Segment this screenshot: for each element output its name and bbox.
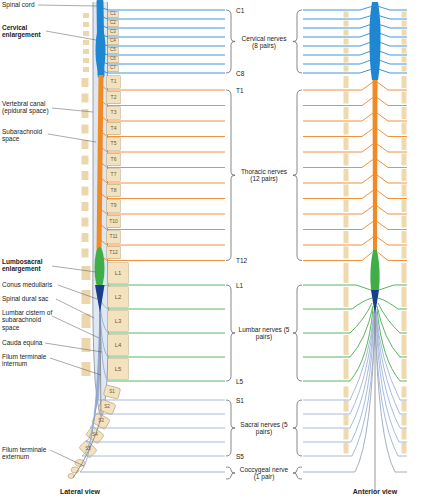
vertebra-label: C2 <box>103 21 123 26</box>
vertebra-label: T9 <box>104 203 124 208</box>
structure-label: Conus medullaris <box>2 281 62 288</box>
thoracic-nerves <box>99 84 225 261</box>
lumbosacral-enlargement <box>370 250 379 290</box>
vertebra-label: C5 <box>103 48 123 53</box>
structure-label: C1 <box>236 7 258 14</box>
structure-label: Subarachnoid space <box>2 128 52 143</box>
filum-terminale <box>375 315 376 492</box>
lumbar-nerves <box>303 285 407 381</box>
vertebra-label: L2 <box>108 294 128 300</box>
structure-label-bold: Anterior view <box>335 488 415 496</box>
vertebra-label: T5 <box>104 141 124 146</box>
coccygeal-nerve <box>303 314 407 472</box>
vertebra-label: L5 <box>108 366 128 372</box>
conus-medullaris <box>371 290 379 315</box>
conus-medullaris <box>95 285 105 313</box>
vertebra-label: T1 <box>104 79 124 84</box>
lumbar-nerves <box>108 285 225 381</box>
leader-line <box>38 5 102 466</box>
filum-terminale <box>100 313 101 418</box>
vertebra-label: T11 <box>104 234 124 239</box>
vertebra-label: C7 <box>103 66 123 71</box>
sacral-nerves <box>82 400 225 456</box>
structure-label: Cauda equina <box>2 339 62 346</box>
structure-label-bold: Lumbosacral enlargement <box>2 258 54 273</box>
lumbosacral-enlargement <box>95 247 105 289</box>
brace <box>226 10 235 479</box>
structure-label: Cervical nerves (8 pairs) <box>238 35 290 50</box>
structure-label: Thoracic nerves (12 pairs) <box>238 168 290 183</box>
thoracic-cord <box>99 75 101 252</box>
vertebra-label: T8 <box>104 188 124 193</box>
structure-label: Spinal dural sac <box>2 295 62 302</box>
vertebra-label: S1 <box>102 390 122 395</box>
structure-label: Coccygeal nerve (1 pair) <box>238 466 290 481</box>
cervical-nerves <box>303 6 407 73</box>
structure-label-bold: Cervical enlargement <box>2 24 50 39</box>
structure-label: Vertebral canal (epidural space) <box>2 100 56 115</box>
vertebra-label: C4 <box>103 39 123 44</box>
spinous-process <box>83 13 89 72</box>
vertebra-label: C1 <box>103 12 123 17</box>
structure-label: Lumbar nerves (5 pairs) <box>238 326 290 341</box>
vertebra-label: T4 <box>104 126 124 131</box>
vertebra-label: C3 <box>103 30 123 35</box>
brace <box>293 10 302 479</box>
structure-label: Sacral nerves (5 pairs) <box>238 421 290 436</box>
vertebra-label: T10 <box>104 219 124 224</box>
vertebra-label: T3 <box>104 110 124 115</box>
structure-label: T12 <box>236 257 258 264</box>
vertebra-label: S2 <box>97 405 117 410</box>
dural-sac <box>93 2 109 420</box>
vertebra-label: L4 <box>108 342 128 348</box>
structure-label: S5 <box>236 453 258 460</box>
vertebra-label: L1 <box>108 270 128 276</box>
sacral-nerves <box>303 311 407 456</box>
structure-label: Spinal cord <box>2 1 54 8</box>
vertebra-label: S5 <box>78 447 98 452</box>
vertebra-label: C6 <box>103 57 123 62</box>
cervical-enlargement <box>96 26 106 74</box>
vertebra-label: S4 <box>85 433 105 438</box>
vertebra-label: S3 <box>91 419 111 424</box>
structure-label: Lumbar cistern of subarachnoid space <box>2 309 54 331</box>
sacral-vertebra <box>86 426 105 444</box>
coccygeal-nerve <box>80 472 225 473</box>
vertebral-body <box>108 263 128 379</box>
structure-label-bold: Lateral view <box>40 488 120 496</box>
vertebra-label: T2 <box>104 95 124 100</box>
spinous-process <box>82 266 91 380</box>
vertebra-label: T7 <box>104 172 124 177</box>
structure-label: L5 <box>236 378 258 385</box>
structure-label: Filum terminale externum <box>2 446 54 461</box>
vertebra-label: T12 <box>104 250 124 255</box>
vertebra-label: L3 <box>108 318 128 324</box>
filum-terminale <box>73 418 101 478</box>
structure-label: T1 <box>236 87 258 94</box>
cervical-cord <box>369 2 380 80</box>
vertebra-outline <box>108 263 129 380</box>
thoracic-nerves <box>303 82 407 261</box>
structure-label: C8 <box>236 70 258 77</box>
structure-label: L1 <box>236 282 258 289</box>
vertebra-label: T6 <box>104 157 124 162</box>
spinous-process <box>82 78 89 259</box>
structure-label: S1 <box>236 397 258 404</box>
cervical-nerves <box>100 7 225 73</box>
thoracic-cord <box>373 80 378 252</box>
structure-label: Filum terminale internum <box>2 353 54 368</box>
